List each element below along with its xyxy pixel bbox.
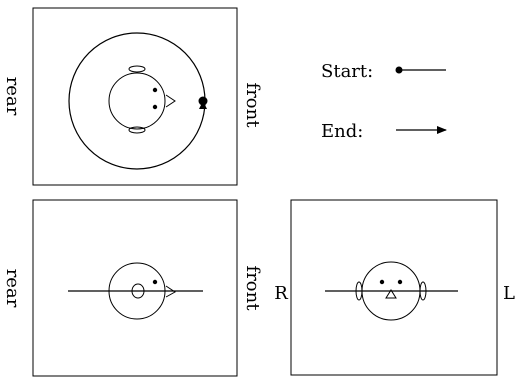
ear-bottom [128,126,146,134]
rear-label-side: rear [2,269,23,308]
right-label: R [274,283,288,304]
panel-front-frame [290,199,498,376]
panel-top-frame [32,7,238,186]
panel-top-view: rear front [2,7,263,186]
nose [165,94,176,108]
panel-side-view: rear front [2,199,263,377]
left-label: L [503,283,515,304]
ear-top [128,65,146,73]
head-top-icon [108,65,176,134]
end-arrow-icon [199,101,207,109]
trajectory-circle [68,32,206,170]
legend: Start: End: [321,61,447,142]
front-label: front [242,83,263,129]
legend-end-label: End: [321,121,363,142]
panel-front-view: R L [274,199,515,376]
nose-front [385,289,397,299]
legend-start-label: Start: [321,61,373,82]
rear-label: rear [2,77,23,116]
panel-side-frame [32,199,238,377]
front-label-side: front [242,266,263,312]
